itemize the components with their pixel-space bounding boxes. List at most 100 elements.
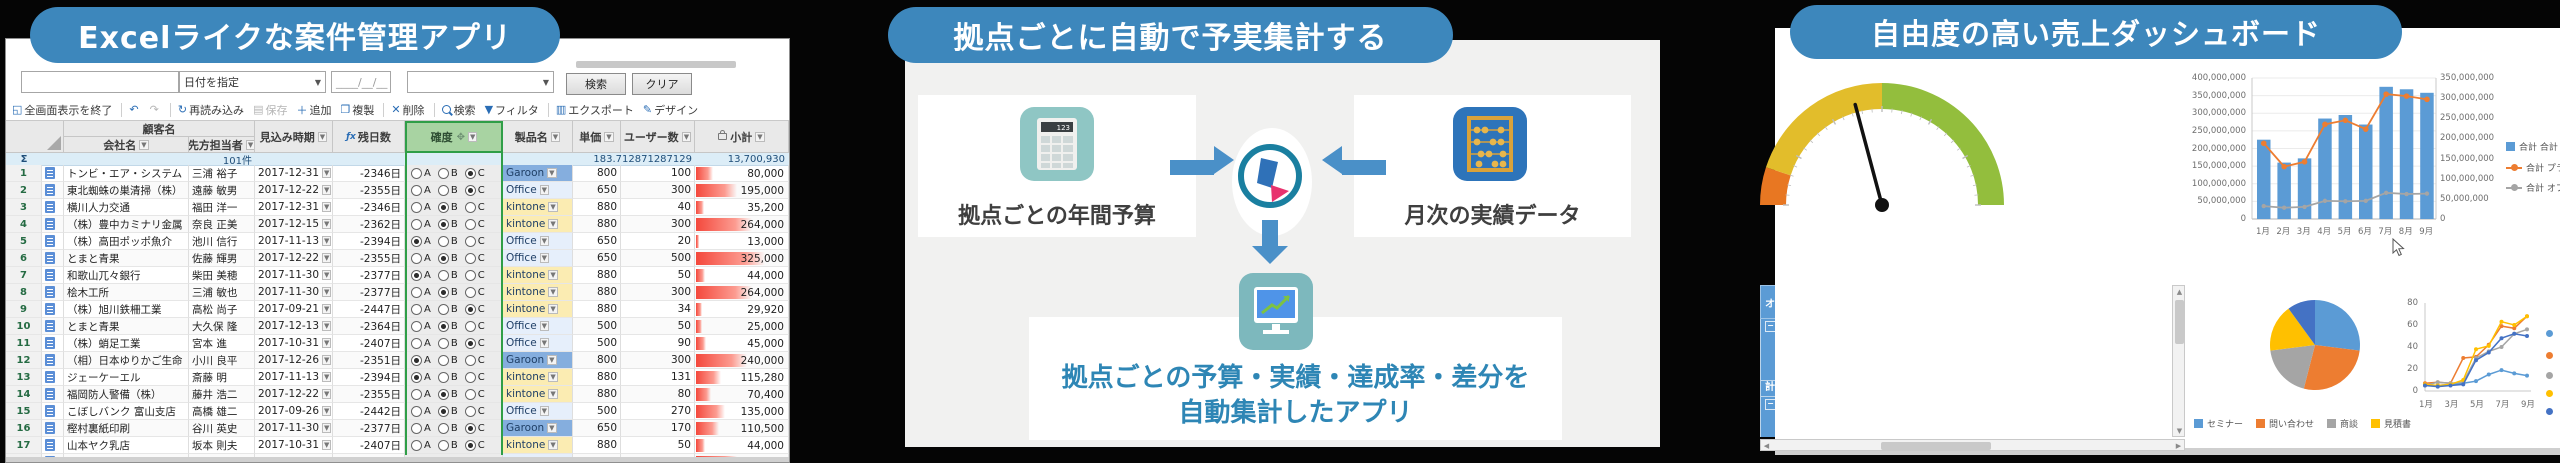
radio-b[interactable] xyxy=(438,423,449,434)
radio-a[interactable] xyxy=(411,270,422,281)
chevron-down-icon[interactable]: ▼ xyxy=(322,338,331,348)
radio-b[interactable] xyxy=(438,219,449,230)
horizontal-scrollbar[interactable] xyxy=(6,457,789,462)
radio-a[interactable] xyxy=(411,423,422,434)
chevron-down-icon[interactable]: ▼ xyxy=(540,185,549,195)
radio-c[interactable] xyxy=(465,202,476,213)
document-icon[interactable] xyxy=(45,371,55,383)
document-icon[interactable] xyxy=(45,303,55,315)
radio-b[interactable] xyxy=(438,406,449,417)
header-subtotal[interactable]: 小計▼ xyxy=(695,121,789,153)
scroll-right-icon[interactable]: ▶ xyxy=(2173,440,2184,452)
radio-c[interactable] xyxy=(465,355,476,366)
radio-b[interactable] xyxy=(438,338,449,349)
chevron-down-icon[interactable]: ▼ xyxy=(322,270,331,280)
scroll-left-icon[interactable]: ◀ xyxy=(1761,440,1772,452)
pivot-horizontal-scrollbar[interactable]: ◀ ▶ xyxy=(1760,439,2185,451)
document-icon[interactable] xyxy=(45,320,55,332)
chevron-down-icon[interactable]: ▼ xyxy=(322,389,331,399)
radio-c[interactable] xyxy=(465,304,476,315)
document-icon[interactable] xyxy=(45,184,55,196)
toolbar-exit-fullscreen-button[interactable]: ◱全画面表示を終了 xyxy=(12,102,112,118)
radio-a[interactable] xyxy=(411,185,422,196)
radio-c[interactable] xyxy=(465,253,476,264)
chevron-down-icon[interactable]: ▼ xyxy=(322,304,331,314)
toolbar-add-button[interactable]: ＋追加 xyxy=(296,102,331,118)
filter-date-input[interactable]: ____/__/__ xyxy=(331,71,391,93)
radio-b[interactable] xyxy=(438,253,449,264)
radio-c[interactable] xyxy=(465,338,476,349)
toolbar-design-button[interactable]: ✎デザイン xyxy=(643,102,698,118)
radio-c[interactable] xyxy=(465,389,476,400)
chevron-down-icon[interactable]: ▼ xyxy=(322,423,331,433)
chevron-down-icon[interactable]: ▼ xyxy=(540,338,549,348)
radio-b[interactable] xyxy=(438,389,449,400)
header-users[interactable]: ユーザー数▼ xyxy=(621,121,695,153)
radio-a[interactable] xyxy=(411,440,422,451)
document-icon[interactable] xyxy=(45,252,55,264)
document-icon[interactable] xyxy=(45,167,55,179)
filter-text-input[interactable] xyxy=(21,71,179,93)
radio-a[interactable] xyxy=(411,219,422,230)
toolbar-reload-button[interactable]: ↻再読み込み xyxy=(178,102,244,118)
radio-b[interactable] xyxy=(438,304,449,315)
chevron-down-icon[interactable]: ▼ xyxy=(548,372,557,382)
toolbar-duplicate-button[interactable]: ❐複製 xyxy=(340,102,374,118)
radio-c[interactable] xyxy=(465,219,476,230)
document-icon[interactable] xyxy=(45,354,55,366)
radio-b[interactable] xyxy=(438,270,449,281)
filter-keyword-dropdown[interactable]: ▼ xyxy=(407,71,554,93)
chevron-down-icon[interactable]: ▼ xyxy=(548,440,557,450)
radio-c[interactable] xyxy=(465,287,476,298)
chevron-down-icon[interactable]: ▼ xyxy=(322,168,331,178)
document-icon[interactable] xyxy=(45,286,55,298)
document-icon[interactable] xyxy=(45,388,55,400)
radio-c[interactable] xyxy=(465,185,476,196)
chevron-down-icon[interactable]: ▼ xyxy=(322,287,331,297)
radio-a[interactable] xyxy=(411,372,422,383)
radio-b[interactable] xyxy=(438,236,449,247)
radio-c[interactable] xyxy=(465,440,476,451)
chevron-down-icon[interactable]: ▼ xyxy=(548,304,557,314)
document-icon[interactable] xyxy=(45,201,55,213)
chevron-down-icon[interactable]: ▼ xyxy=(547,423,556,433)
pivot-vertical-scrollbar[interactable]: ▲ ▼ xyxy=(2172,285,2185,437)
chevron-down-icon[interactable]: ▼ xyxy=(547,355,556,365)
toolbar-filter-button[interactable]: ▼フィルタ xyxy=(485,102,539,118)
radio-a[interactable] xyxy=(411,355,422,366)
radio-c[interactable] xyxy=(465,270,476,281)
radio-b[interactable] xyxy=(438,168,449,179)
document-icon[interactable] xyxy=(45,269,55,281)
scroll-up-icon[interactable]: ▲ xyxy=(2173,286,2186,297)
chevron-down-icon[interactable]: ▼ xyxy=(322,406,331,416)
chevron-down-icon[interactable]: ▼ xyxy=(547,168,556,178)
radio-c[interactable] xyxy=(465,236,476,247)
radio-a[interactable] xyxy=(411,406,422,417)
clear-button[interactable]: クリア xyxy=(632,73,692,95)
radio-a[interactable] xyxy=(411,253,422,264)
scroll-thumb[interactable] xyxy=(1881,442,1991,450)
header-customer-group[interactable]: 顧客名 xyxy=(64,121,255,137)
chevron-down-icon[interactable]: ▼ xyxy=(540,253,549,263)
radio-b[interactable] xyxy=(438,321,449,332)
chevron-down-icon[interactable]: ▼ xyxy=(540,406,549,416)
header-forecast-date[interactable]: 見込み時期▼ xyxy=(255,121,333,153)
chevron-down-icon[interactable]: ▼ xyxy=(548,270,557,280)
chevron-down-icon[interactable]: ▼ xyxy=(322,202,331,212)
chevron-down-icon[interactable]: ▼ xyxy=(322,372,331,382)
